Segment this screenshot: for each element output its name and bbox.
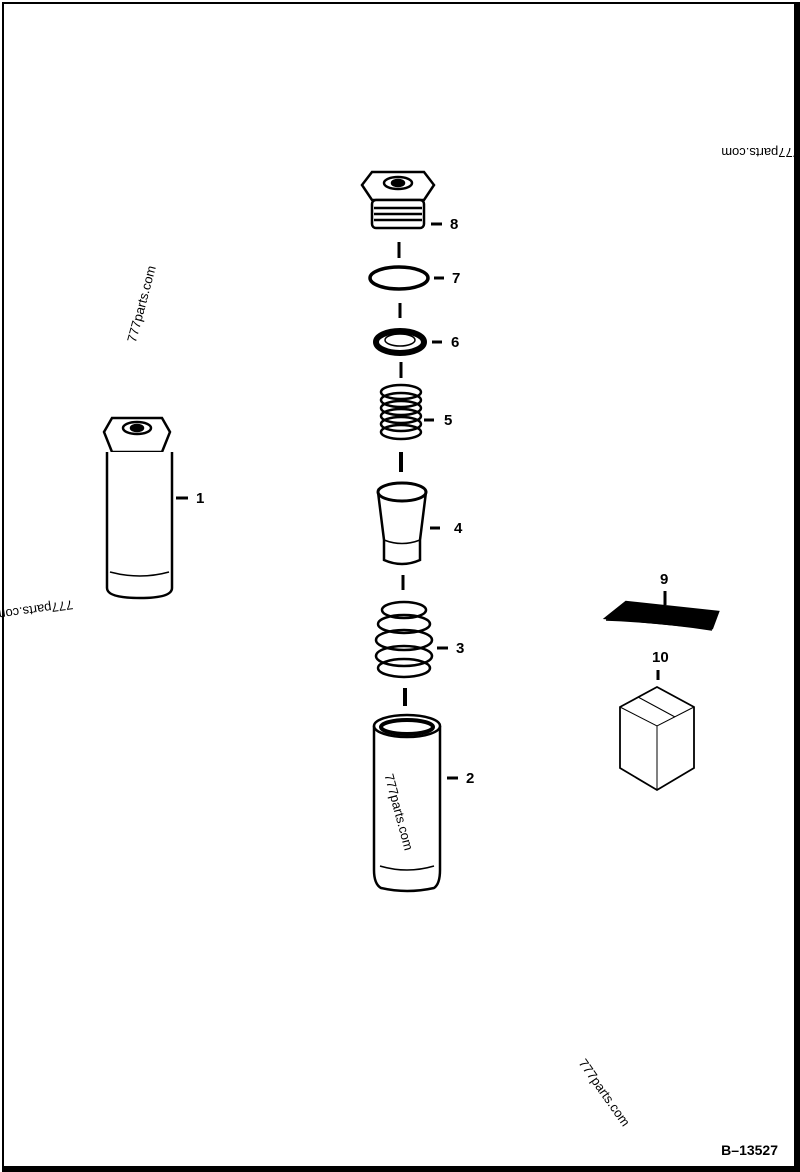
- part-1-valve-assembly: [102, 416, 188, 600]
- part-2-body: [372, 713, 458, 893]
- part-9-decal: [602, 591, 720, 631]
- callout-7: 7: [452, 270, 461, 287]
- part-8-plug: [360, 170, 442, 230]
- callout-9: 9: [660, 571, 669, 588]
- callout-4: 4: [454, 520, 463, 537]
- callout-5: 5: [444, 412, 453, 429]
- part-7-o-ring: [368, 265, 444, 291]
- drawing-number: B–13527: [721, 1142, 778, 1158]
- callout-6: 6: [451, 334, 460, 351]
- part-3-spring: [374, 600, 448, 679]
- callout-1: 1: [196, 490, 205, 507]
- callout-2: 2: [466, 770, 475, 787]
- watermark: 777parts.com: [721, 145, 800, 160]
- callout-10: 10: [652, 649, 669, 666]
- part-4-poppet: [376, 481, 440, 566]
- part-6-seal: [373, 328, 442, 356]
- callout-3: 3: [456, 640, 465, 657]
- part-10-kit-box: [619, 670, 695, 792]
- callout-8: 8: [450, 216, 459, 233]
- part-5-spring: [379, 383, 434, 441]
